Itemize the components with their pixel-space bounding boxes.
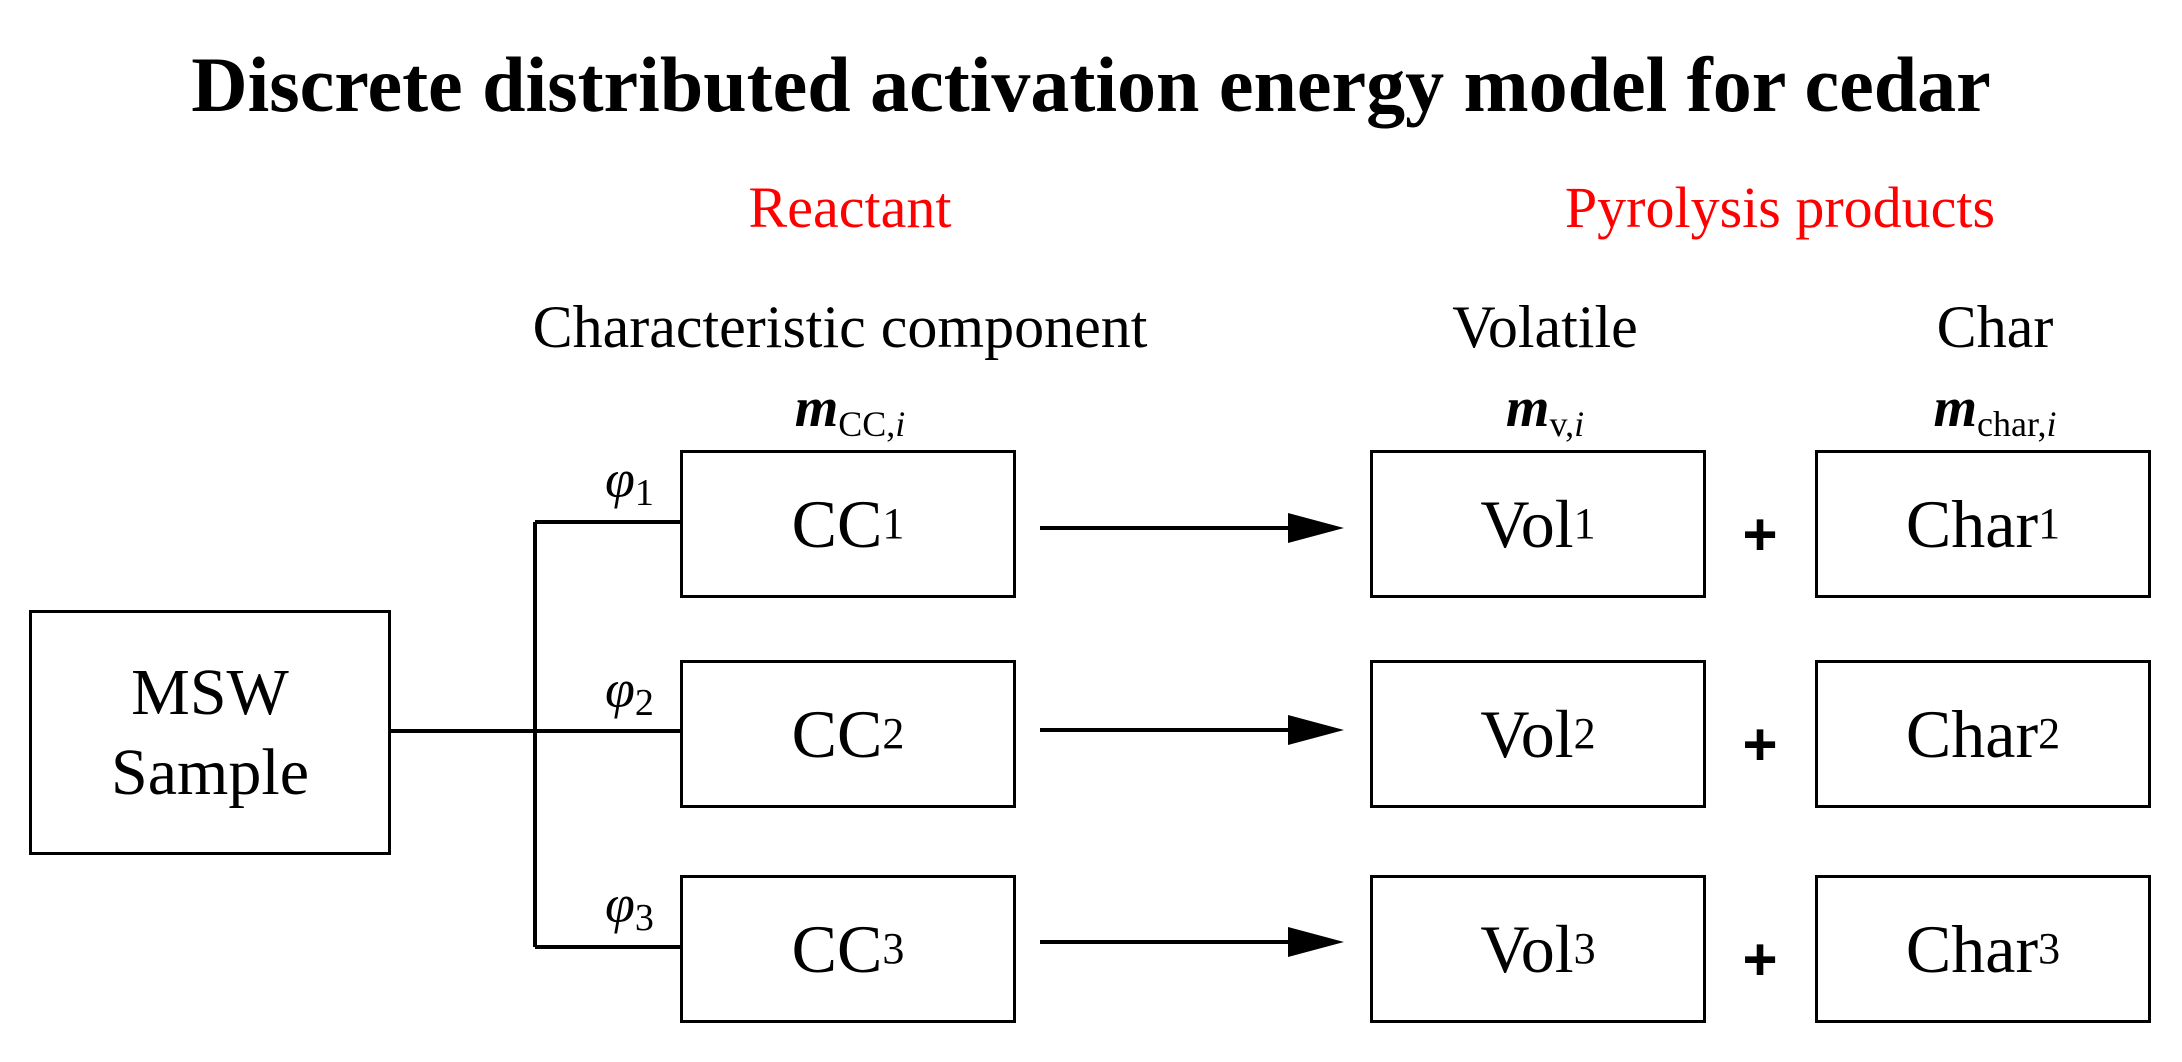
phi-label-2: φ2 bbox=[605, 659, 654, 724]
plus-sign-3: + bbox=[1742, 926, 1778, 993]
phi-label-3: φ3 bbox=[605, 874, 654, 939]
cc-header: Characteristic component bbox=[532, 294, 1148, 360]
diagram-title: Discrete distributed activation energy m… bbox=[191, 41, 1991, 128]
char-header: Char bbox=[1936, 294, 2054, 360]
reaction-arrow-1 bbox=[1040, 513, 1344, 543]
char-mass-symbol: mchar,i bbox=[1933, 377, 2057, 444]
plus-sign-2: + bbox=[1742, 711, 1778, 778]
volatile-mass-symbol: mv,i bbox=[1505, 377, 1585, 444]
reactant-label: Reactant bbox=[748, 175, 952, 240]
volatile-header: Volatile bbox=[1452, 294, 1638, 360]
products-label: Pyrolysis products bbox=[1564, 175, 1996, 240]
plus-sign-1: + bbox=[1742, 501, 1778, 568]
sample-line-1: MSW bbox=[131, 655, 289, 729]
phi-label-1: φ1 bbox=[605, 449, 654, 514]
reaction-arrow-2 bbox=[1040, 715, 1344, 745]
reaction-arrow-3 bbox=[1040, 927, 1344, 957]
cc-mass-symbol: mCC,i bbox=[794, 377, 906, 444]
msw-sample-box: MSW Sample bbox=[29, 610, 391, 855]
sample-line-2: Sample bbox=[111, 735, 309, 809]
